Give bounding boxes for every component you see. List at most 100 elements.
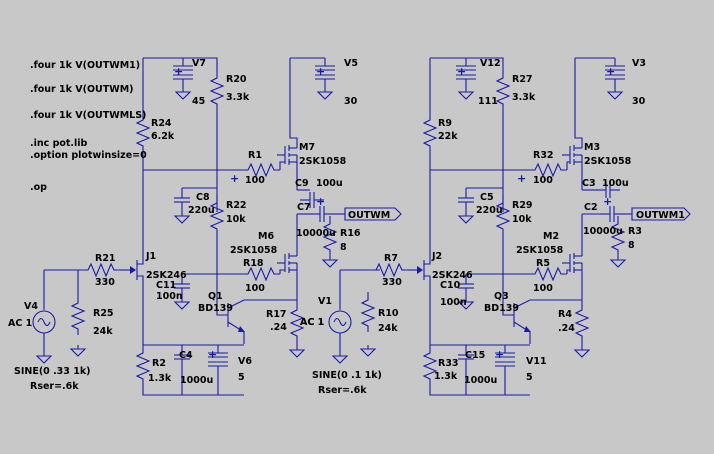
label-v12: V12 (480, 58, 501, 69)
label-r18: R18 (243, 258, 264, 269)
label-j2: J2 (431, 251, 442, 262)
label-c15: C15 (465, 350, 485, 361)
label-c2-val: 10000u (583, 226, 623, 237)
right-circuit: + + + + (360, 57, 691, 396)
label-r1: R1 (248, 150, 262, 161)
label-r33: R33 (438, 358, 459, 369)
svg-text:+: + (457, 65, 466, 78)
label-j2-val: 2SK246 (432, 270, 473, 281)
label-v4-rser: Rser=.6k (30, 381, 79, 392)
label-c11-val: 100n (156, 291, 183, 302)
label-r21-val: 330 (95, 277, 115, 288)
directive-op: .op (30, 182, 47, 193)
label-v4-ac: AC 1 (8, 318, 32, 329)
label-r10: R10 (378, 308, 399, 319)
label-m2: M2 (543, 231, 559, 242)
svg-text:+: + (316, 65, 325, 78)
label-v7: V7 (192, 58, 206, 69)
svg-text:+: + (517, 172, 526, 185)
label-r9-val: 22k (438, 131, 458, 142)
label-c7-val: 10000u (296, 228, 336, 239)
label-v1-ac: AC 1 (300, 317, 324, 328)
label-j1: J1 (145, 251, 156, 262)
label-outwm1: OUTWM1 (636, 210, 685, 221)
label-v7-val: 45 (192, 96, 205, 107)
label-r7: R7 (384, 253, 398, 264)
label-c4: C4 (179, 350, 193, 361)
label-c10-val: 100n (440, 297, 467, 308)
label-v1: V1 (318, 296, 332, 307)
label-q3-val: BD139 (484, 303, 519, 314)
label-q1: Q1 (208, 291, 223, 302)
label-r4-val: .24 (558, 323, 575, 334)
label-c5: C5 (480, 192, 494, 203)
directive-inc: .inc pot.lib (30, 138, 88, 149)
label-v12-val: 111 (478, 96, 498, 107)
label-r25-val: 24k (93, 326, 113, 337)
label-r20-val: 3.3k (226, 92, 250, 103)
label-v1-src: SINE(0 .1 1k) (312, 370, 382, 381)
svg-text:+: + (316, 195, 325, 208)
label-r1-val: 100 (245, 175, 265, 186)
left-circuit: + + + + (32, 57, 402, 396)
label-r2: R2 (152, 358, 166, 369)
label-m6-val: 2SK1058 (230, 245, 278, 256)
label-r21: R21 (95, 253, 116, 264)
label-r9: R9 (438, 118, 452, 129)
label-c3: C3 (582, 178, 596, 189)
label-m6: M6 (258, 231, 274, 242)
label-c10: C10 (440, 280, 461, 291)
label-r10-val: 24k (378, 323, 398, 334)
label-c11: C11 (156, 280, 176, 291)
label-c8-val: 220u (188, 205, 215, 216)
label-r33-val: 1.3k (434, 371, 458, 382)
svg-text:+: + (230, 172, 239, 185)
label-v5: V5 (344, 58, 358, 69)
label-v6-val: 5 (238, 372, 245, 383)
label-c9: C9 (295, 178, 309, 189)
label-r29: R29 (512, 200, 533, 211)
label-r17-val: .24 (270, 322, 287, 333)
label-r22-val: 10k (226, 214, 246, 225)
label-c8: C8 (196, 192, 210, 203)
label-r16: R16 (340, 228, 361, 239)
label-v6: V6 (238, 356, 252, 367)
svg-text:+: + (495, 348, 504, 361)
label-v3-val: 30 (632, 96, 646, 107)
label-c4-val: 1000u (180, 375, 213, 386)
spice-directives: .four 1k V(OUTWM1) .four 1k V(OUTWM) .fo… (30, 60, 147, 193)
label-r18-val: 100 (245, 283, 265, 294)
label-r17: R17 (266, 309, 287, 320)
label-r27: R27 (512, 74, 533, 85)
svg-text:+: + (174, 65, 183, 78)
label-r29-val: 10k (512, 214, 532, 225)
label-r5-val: 100 (533, 283, 553, 294)
label-v5-val: 30 (344, 96, 358, 107)
label-j1-val: 2SK246 (146, 270, 187, 281)
label-r3-val: 8 (628, 240, 635, 251)
label-v3: V3 (632, 58, 646, 69)
label-r16-val: 8 (340, 242, 347, 253)
label-outwm: OUTWM (348, 210, 390, 221)
label-c5-val: 220u (476, 205, 503, 216)
directive-option: .option plotwinsize=0 (30, 150, 147, 161)
directive-four-outwmls: .four 1k V(OUTWMLS) (30, 110, 146, 121)
label-r24-val: 6.2k (151, 131, 175, 142)
label-q3: Q3 (494, 291, 509, 302)
label-r24: R24 (151, 118, 172, 129)
label-c9-val: 100u (316, 178, 343, 189)
label-c2: C2 (584, 202, 598, 213)
label-m2-val: 2SK1058 (516, 245, 564, 256)
directive-four-outwm1: .four 1k V(OUTWM1) (30, 60, 140, 71)
label-r25: R25 (93, 308, 114, 319)
label-m3: M3 (584, 142, 600, 153)
label-r22: R22 (226, 200, 247, 211)
right-labels: V12 111 V3 30 R27 3.3k R9 22k R32 100 M3… (300, 58, 685, 396)
label-r3: R3 (628, 226, 642, 237)
label-r7-val: 330 (382, 277, 402, 288)
label-r2-val: 1.3k (148, 373, 172, 384)
label-r32-val: 100 (533, 175, 553, 186)
label-c7: C7 (297, 202, 311, 213)
label-v1-rser: Rser=.6k (318, 385, 367, 396)
